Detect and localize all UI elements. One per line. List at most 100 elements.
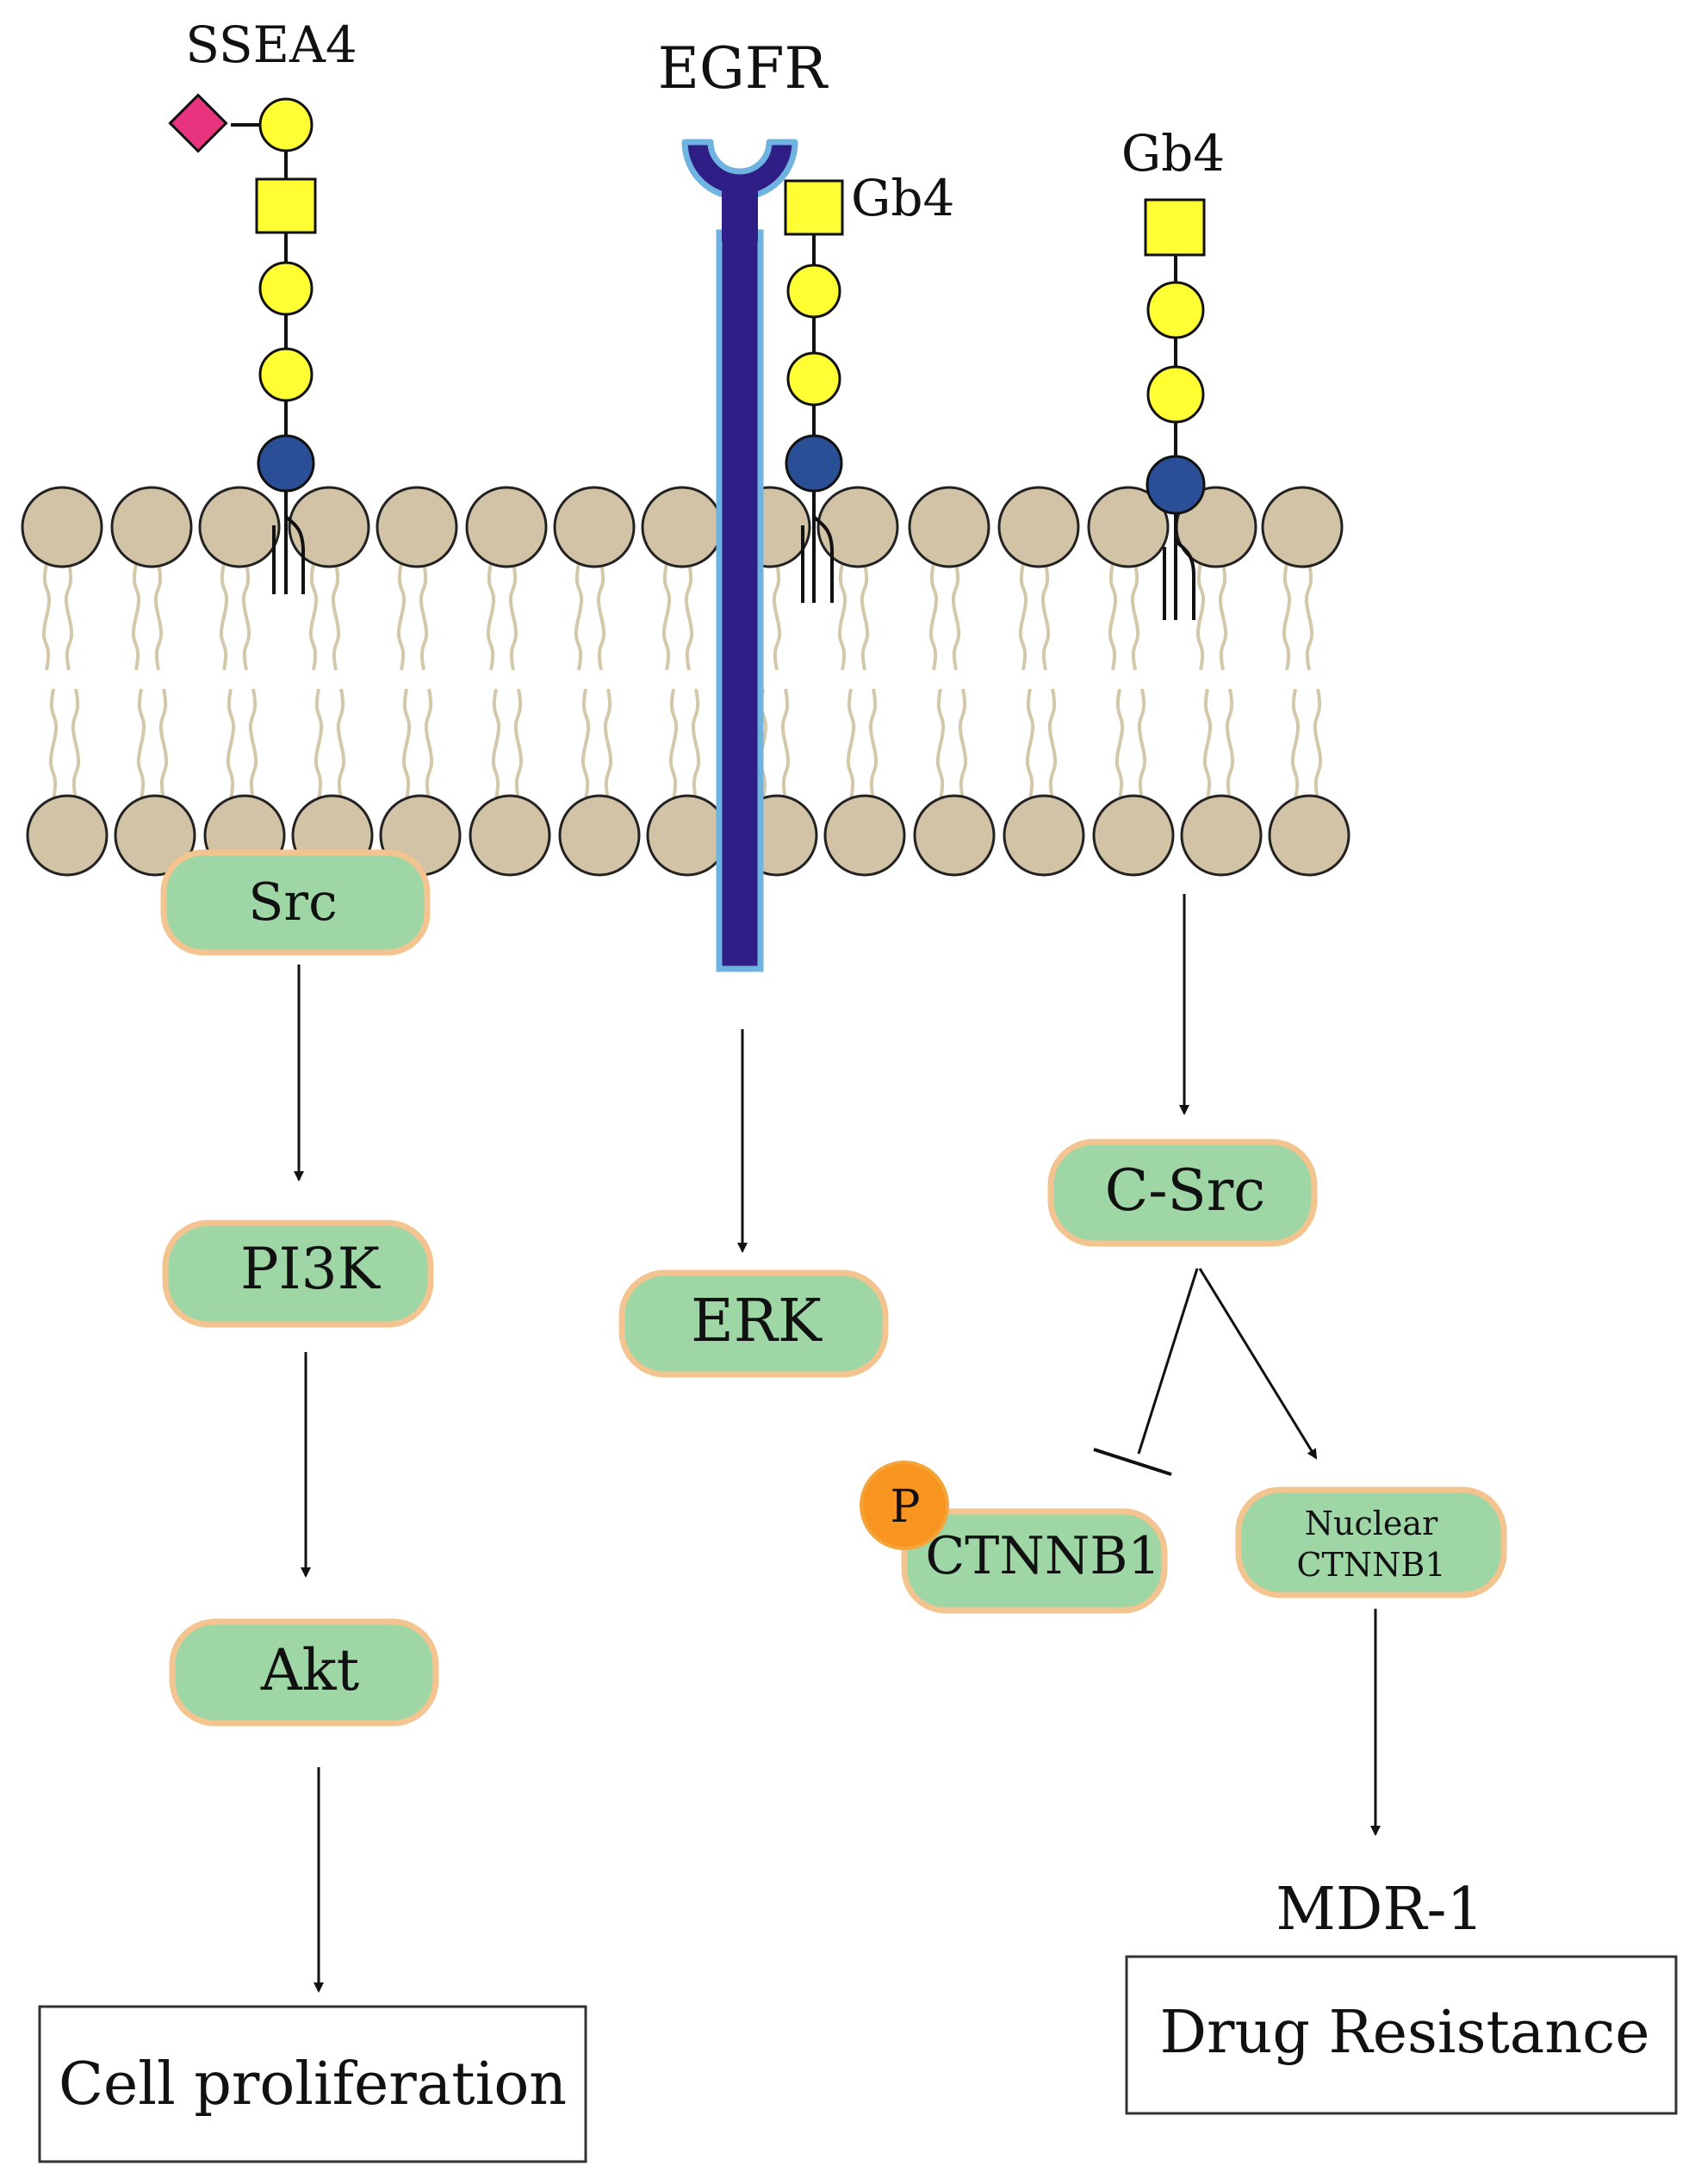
phosphate-label: P bbox=[891, 1481, 921, 1533]
lipid-head bbox=[1087, 486, 1170, 568]
lipid-tail bbox=[596, 562, 606, 671]
inhibition-csrc-to-ctnnb1 bbox=[1137, 1268, 1199, 1455]
lipid-tail bbox=[1114, 688, 1125, 800]
lipid-head bbox=[465, 486, 548, 568]
lipid-tail bbox=[401, 688, 412, 800]
galactose-circle bbox=[786, 351, 841, 406]
lipid-tail bbox=[1040, 562, 1051, 671]
lipid-head bbox=[26, 794, 109, 877]
ctnnb1-node: CTNNB1 P bbox=[860, 1461, 1168, 1614]
lipid-tail bbox=[581, 688, 591, 800]
lipid-tail bbox=[1130, 562, 1140, 671]
lipid-tail bbox=[846, 688, 856, 800]
sialic-acid-diamond bbox=[168, 93, 228, 153]
lipid-tail bbox=[336, 688, 346, 800]
lipid-tail bbox=[314, 688, 324, 800]
lipid-head bbox=[997, 486, 1080, 568]
lipid-tail bbox=[1108, 562, 1118, 671]
drug-resistance-box: Drug Resistance bbox=[1125, 1955, 1678, 2115]
lipid-head bbox=[553, 486, 636, 568]
mdr1-label: MDR-1 bbox=[1276, 1876, 1484, 1944]
lipid-head bbox=[469, 794, 551, 877]
lipid-tail bbox=[424, 688, 434, 800]
glucose-circle bbox=[785, 434, 843, 493]
lipid-head bbox=[558, 794, 641, 877]
nuclear-ctnnb1-label-line2: CTNNB1 bbox=[1296, 1546, 1445, 1584]
lipid-tail bbox=[928, 562, 939, 671]
lipid-tail bbox=[1137, 688, 1147, 800]
lipid-tail bbox=[668, 688, 679, 800]
galactose-circle bbox=[1146, 365, 1205, 424]
lipid-tail bbox=[158, 688, 169, 800]
lipid-tail bbox=[574, 562, 584, 671]
lipid-tail bbox=[1290, 688, 1301, 800]
lipid-tail bbox=[780, 688, 791, 800]
lipid-tail bbox=[1025, 688, 1035, 800]
lipid-tail bbox=[508, 562, 518, 671]
lipid-tail bbox=[1018, 562, 1028, 671]
pi3k-label: PI3K bbox=[240, 1236, 381, 1302]
egfr-ligand-binding-cup bbox=[681, 139, 798, 201]
galnac-square bbox=[1144, 198, 1206, 257]
lipid-tail bbox=[226, 688, 236, 800]
lipid-tail bbox=[513, 688, 524, 800]
lipid-tail bbox=[396, 562, 407, 671]
lipid-tail bbox=[64, 562, 74, 671]
gb4-glycolipid-egfr bbox=[784, 179, 844, 603]
lipid-head bbox=[110, 486, 193, 568]
lipid-tail bbox=[136, 688, 146, 800]
gb4-right-label: Gb4 bbox=[1121, 124, 1225, 183]
ssea4-label: SSEA4 bbox=[185, 16, 357, 74]
lipid-tail bbox=[491, 688, 501, 800]
lipid-head bbox=[641, 486, 723, 568]
lipid-tail bbox=[308, 562, 319, 671]
lipid-bilayer bbox=[21, 486, 1350, 877]
lipid-tail bbox=[41, 562, 52, 671]
lipid-tail bbox=[1282, 562, 1292, 671]
lipid-tail bbox=[131, 562, 141, 671]
lipid-tail bbox=[868, 688, 879, 800]
phosphate-badge bbox=[860, 1461, 949, 1550]
lipid-head bbox=[21, 486, 103, 568]
gb4-mid-label: Gb4 bbox=[851, 169, 954, 227]
lipid-head bbox=[288, 486, 370, 568]
src-label: Src bbox=[248, 872, 337, 933]
lipid-tail bbox=[1313, 688, 1323, 800]
c-src-node: C-Src bbox=[1047, 1139, 1318, 1247]
ceramide-tail bbox=[284, 515, 305, 594]
ctnnb1-label: CTNNB1 bbox=[925, 1526, 1160, 1586]
galnac-square bbox=[784, 179, 844, 236]
lipid-tail bbox=[951, 562, 961, 671]
lipid-heads bbox=[21, 486, 1350, 877]
galactose-circle bbox=[1146, 281, 1205, 339]
akt-node: Akt bbox=[169, 1618, 439, 1727]
akt-label: Akt bbox=[260, 1637, 359, 1703]
lipid-tail bbox=[219, 562, 229, 671]
signaling-arrows bbox=[294, 894, 1381, 1993]
galactose-circle bbox=[786, 264, 841, 319]
lipid-tail bbox=[1218, 562, 1228, 671]
lipid-head bbox=[1261, 486, 1344, 568]
arrow-csrc-to-nuclear-ctnnb1 bbox=[1198, 1268, 1318, 1460]
cell-proliferation-box: Cell proliferation bbox=[38, 2005, 587, 2163]
ceramide-tail bbox=[1174, 539, 1195, 620]
galnac-square bbox=[255, 177, 317, 234]
lipid-tail bbox=[958, 688, 968, 800]
egfr-neck bbox=[722, 189, 758, 241]
lipid-head bbox=[114, 794, 196, 877]
lipid-head bbox=[646, 794, 729, 877]
lipid-tail bbox=[1225, 688, 1235, 800]
lipid-head bbox=[376, 486, 458, 568]
ceramide-tail bbox=[812, 515, 834, 603]
lipid-tail bbox=[691, 688, 701, 800]
galactose-circle bbox=[258, 261, 314, 316]
galactose-circle bbox=[258, 347, 314, 402]
lipid-tail bbox=[71, 688, 81, 800]
lipid-tail bbox=[860, 562, 870, 671]
erk-label: ERK bbox=[691, 1287, 823, 1356]
lipid-head bbox=[198, 486, 281, 568]
ssea4-glycolipid bbox=[168, 93, 317, 594]
lipid-head bbox=[913, 794, 996, 877]
galactose-circle bbox=[258, 97, 314, 152]
